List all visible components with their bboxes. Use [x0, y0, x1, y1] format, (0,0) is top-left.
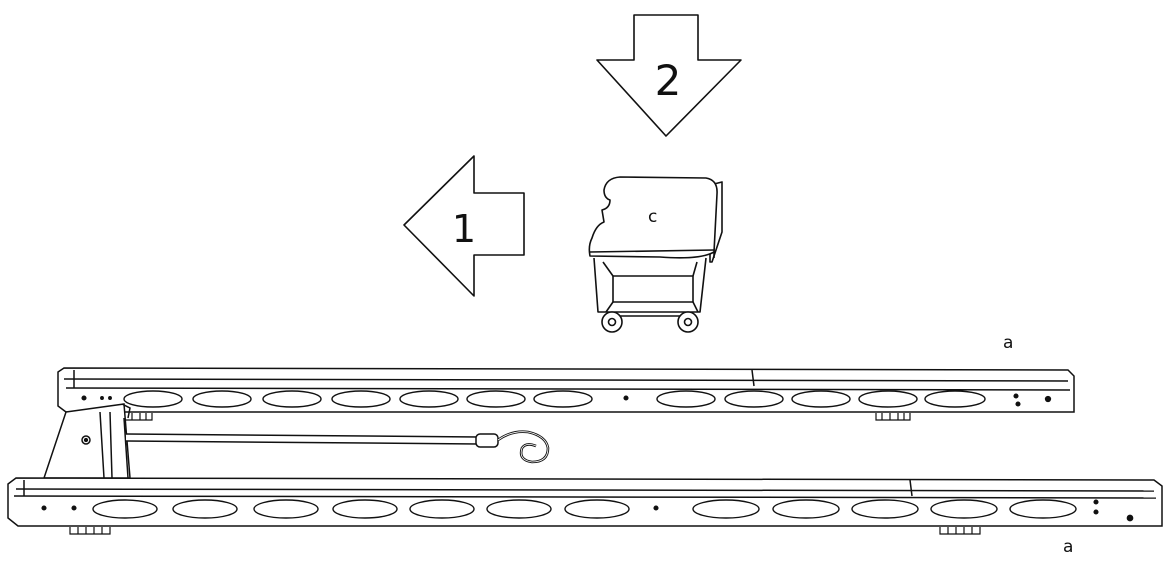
rail-hole: [253, 499, 319, 519]
rail-bottom-holes: [92, 499, 1077, 519]
rail-hole: [331, 390, 391, 408]
left-arrow-label: 1: [452, 207, 476, 251]
rail-hole: [858, 390, 918, 408]
rail-hole: [486, 499, 552, 519]
crossbar-with-hook: [125, 430, 550, 464]
rail-hole: [924, 390, 986, 408]
down-arrow: 2: [596, 14, 742, 137]
rail-hole: [399, 390, 459, 408]
rail-top-label: a: [1003, 333, 1014, 353]
rail-hole: [656, 390, 716, 408]
rail-top: [57, 367, 1075, 421]
cart: c: [588, 176, 723, 333]
rail-hole: [466, 390, 526, 408]
rail-top-holes: [123, 390, 986, 408]
rail-hole: [851, 499, 919, 519]
rail-hole: [262, 390, 322, 408]
left-arrow: 1: [403, 155, 525, 297]
rail-hole: [772, 499, 840, 519]
rail-hole: [409, 499, 475, 519]
rail-hole: [332, 499, 398, 519]
rail-hole: [930, 499, 998, 519]
rail-hole: [533, 390, 593, 408]
rail-bottom: [7, 477, 1163, 535]
rail-hole: [1009, 499, 1077, 519]
down-arrow-label: 2: [655, 56, 682, 105]
rail-hole: [692, 499, 760, 519]
rail-hole: [123, 390, 183, 408]
rail-bottom-label: a: [1063, 537, 1074, 557]
cross-member: [42, 403, 131, 479]
rail-hole: [791, 390, 851, 408]
rail-hole: [92, 499, 158, 519]
rail-hole: [564, 499, 630, 519]
cart-label: c: [648, 207, 657, 227]
rail-hole: [724, 390, 784, 408]
rail-hole: [192, 390, 252, 408]
rail-hole: [172, 499, 238, 519]
